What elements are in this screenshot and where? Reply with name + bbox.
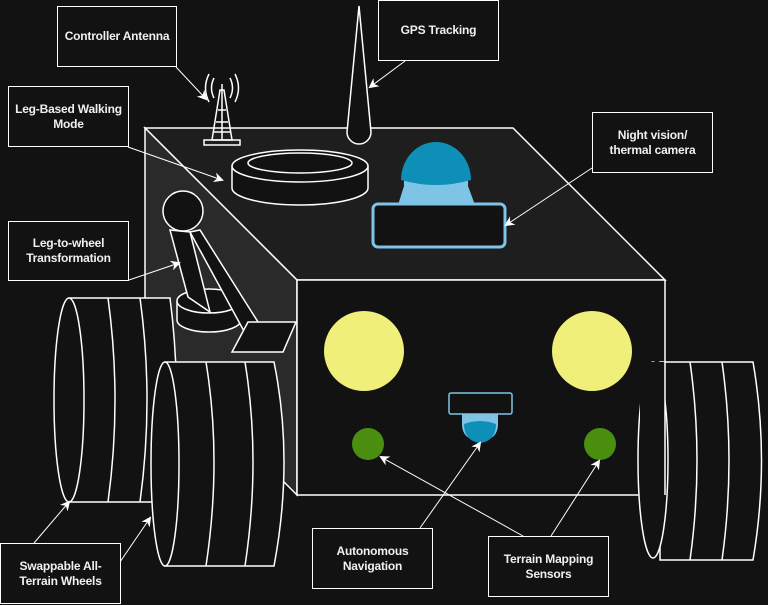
arrow-wheels-2 (119, 516, 152, 563)
terrain-sensor-right (584, 428, 616, 460)
walking-mode-disc (231, 149, 369, 206)
navigation-camera (448, 392, 513, 443)
arrow-terrain-right (550, 459, 601, 537)
arrow-walking (127, 146, 224, 183)
connector-arrows (33, 60, 601, 563)
leg-mechanism (162, 190, 298, 353)
headlight-right (552, 311, 632, 391)
label-terrain-mapping: Terrain Mapping Sensors (488, 536, 609, 597)
arrow-leg-to-wheel (128, 260, 181, 281)
arrow-wheels-1 (33, 500, 71, 544)
arrow-autonomous-nav (419, 441, 482, 529)
front-face-edge-cover (640, 362, 665, 495)
wheel-back-left (53, 297, 178, 503)
arrow-gps (368, 60, 406, 89)
label-swappable-wheels: Swappable All-Terrain Wheels (0, 543, 121, 604)
antenna-tower-icon (203, 73, 241, 146)
label-autonomous-navigation: Autonomous Navigation (312, 528, 433, 589)
terrain-sensor-left (352, 428, 384, 460)
label-controller-antenna: Controller Antenna (57, 6, 177, 67)
night-vision-camera (371, 142, 507, 249)
label-gps-tracking: GPS Tracking (378, 0, 499, 61)
wheel-front-left (150, 361, 285, 567)
arrow-terrain-left (379, 456, 524, 537)
rover-front-face (296, 279, 666, 496)
label-night-vision-camera: Night vision/ thermal camera (592, 112, 713, 173)
arrow-controller-antenna (175, 66, 208, 101)
gps-antenna (346, 5, 372, 145)
arrow-night-vision (504, 167, 593, 227)
headlight-left (324, 311, 404, 391)
label-leg-to-wheel: Leg-to-wheel Transformation (8, 221, 129, 281)
label-leg-walking-mode: Leg-Based Walking Mode (8, 86, 129, 147)
